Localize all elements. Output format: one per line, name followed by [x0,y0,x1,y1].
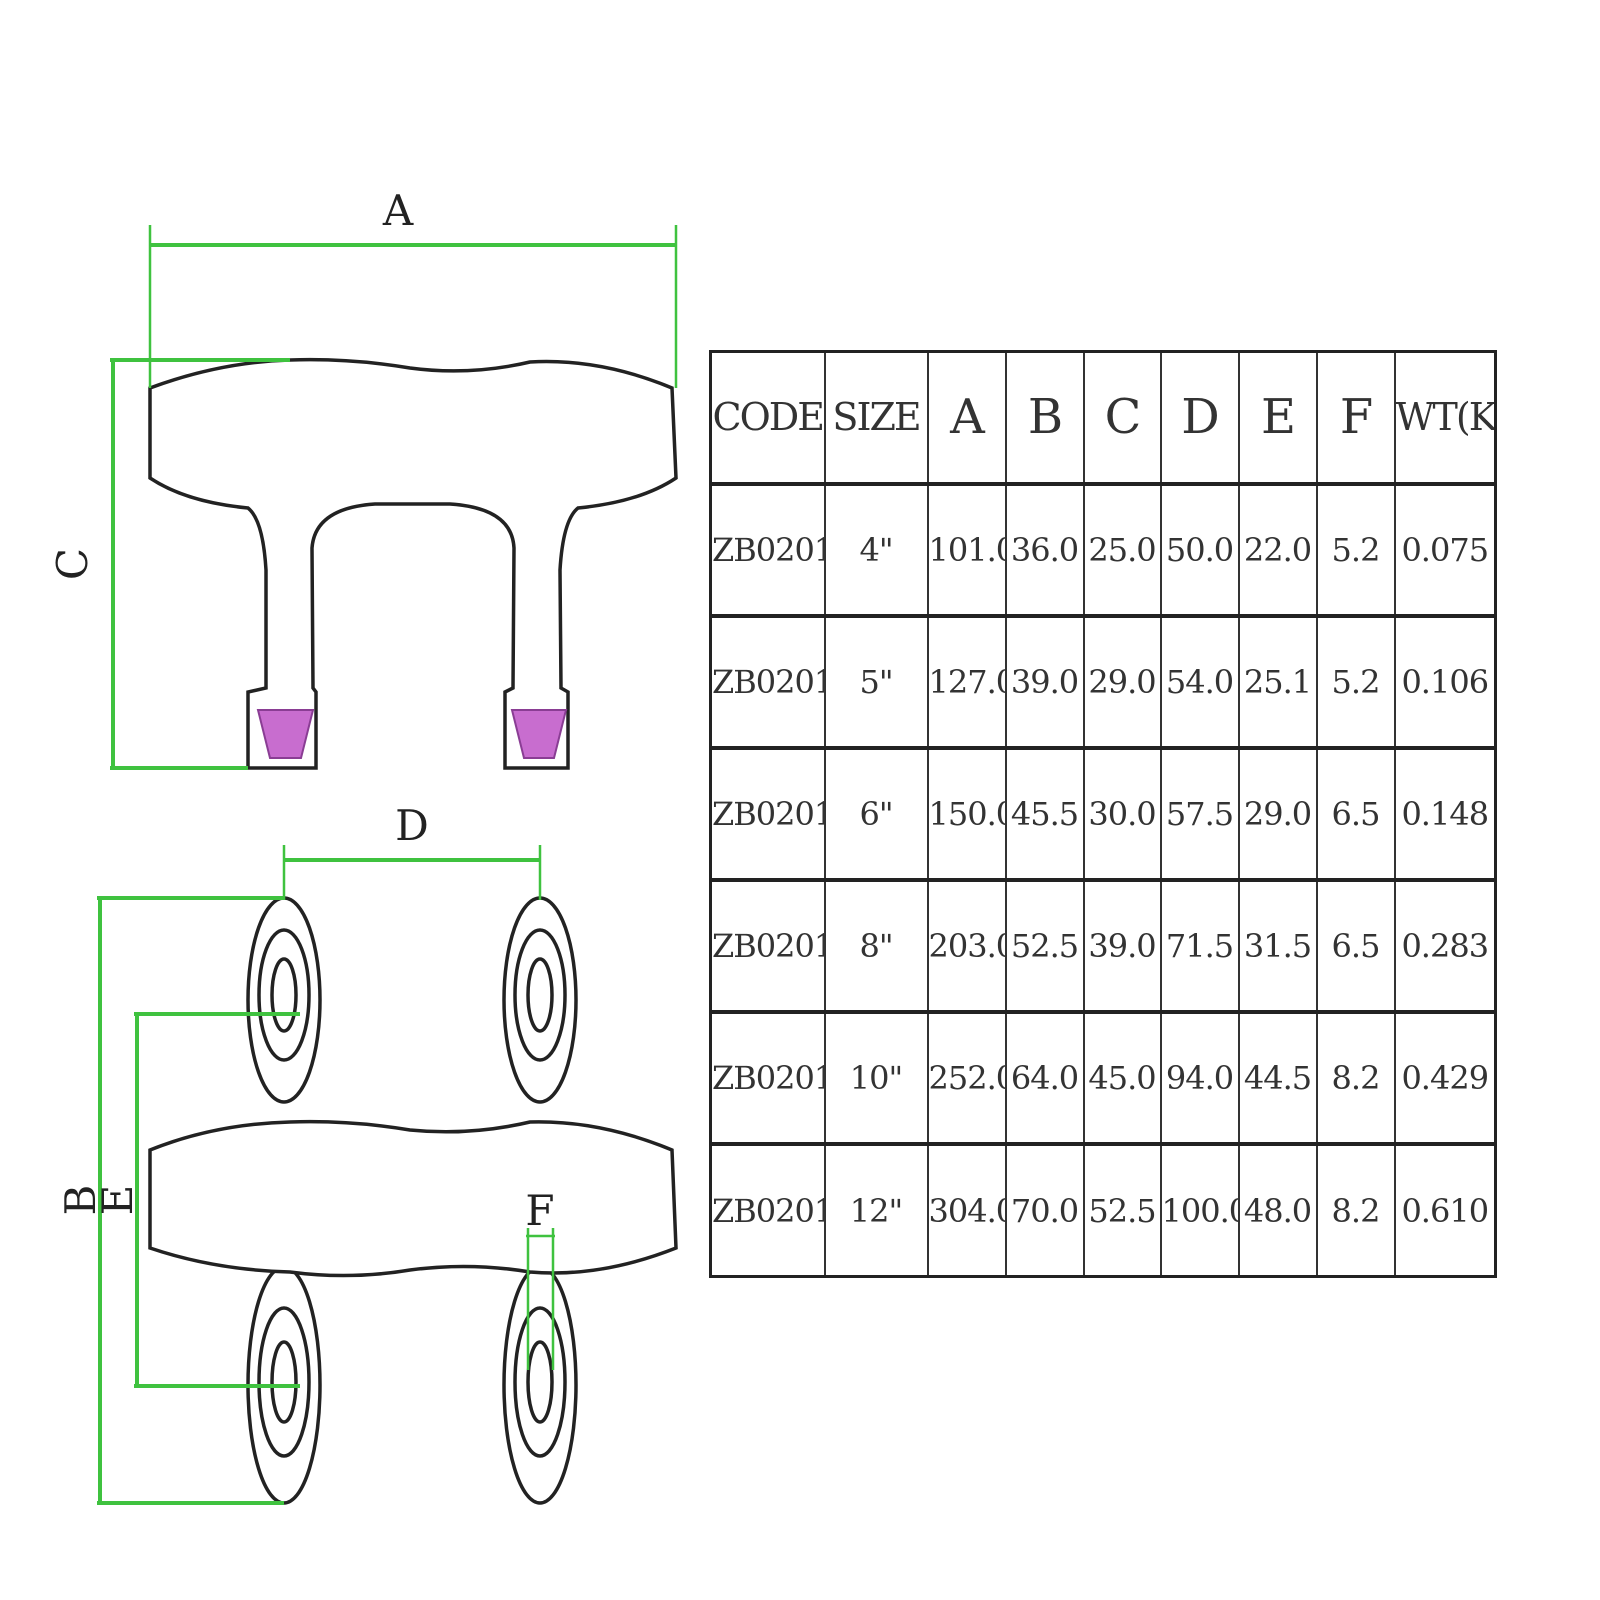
dimension-a: A [148,186,678,388]
cell-d: 71.5 [1159,878,1240,1014]
top-view-body [148,1119,678,1278]
dimension-d-label: D [395,801,429,850]
cell-a: 203.0 [926,878,1007,1014]
cell-c: 30.0 [1082,746,1162,881]
cell-size: 6" [823,746,929,881]
cell-weight: 0.283 [1393,878,1497,1014]
dimension-f: F [525,1186,555,1370]
cell-weight: 0.148 [1393,746,1497,881]
dimension-c: C [48,358,290,770]
cell-e: 29.0 [1237,746,1318,881]
cell-f: 6.5 [1315,878,1396,1014]
cell-d: 94.0 [1159,1011,1240,1146]
header-a: A [926,350,1007,485]
cell-d: 54.0 [1159,614,1240,749]
header-f: F [1315,350,1396,485]
cell-a: 252.0 [926,1011,1007,1146]
cell-b: 70.0 [1004,1143,1085,1278]
table-header-row: CODE SIZE A B C D E F WT(KG) [709,350,1497,485]
header-b: B [1004,350,1085,485]
dimension-a-label: A [382,186,414,235]
cell-size: 8" [823,878,929,1014]
header-code: CODE [709,350,826,485]
dimension-b-label: B [56,1185,105,1216]
cell-b: 52.5 [1004,878,1085,1014]
cell-size: 4" [823,482,929,617]
dimension-d: D [282,801,542,900]
cell-f: 5.2 [1315,482,1396,617]
cell-weight: 0.106 [1393,614,1497,749]
cell-a: 304.0 [926,1143,1007,1278]
cell-b: 45.5 [1004,746,1085,881]
cell-f: 6.5 [1315,746,1396,881]
cell-e: 48.0 [1237,1143,1318,1278]
cell-e: 44.5 [1237,1011,1318,1146]
top-view [148,896,678,1505]
header-d: D [1159,350,1240,485]
cell-c: 39.0 [1082,878,1162,1014]
cell-f: 8.2 [1315,1011,1396,1146]
cell-c: 25.0 [1082,482,1162,617]
cell-a: 150.0 [926,746,1007,881]
cell-d: 50.0 [1159,482,1240,617]
cell-c: 45.0 [1082,1011,1162,1146]
cell-weight: 0.610 [1393,1143,1497,1278]
cell-b: 36.0 [1004,482,1085,617]
cell-c: 52.5 [1082,1143,1162,1278]
cell-e: 31.5 [1237,878,1318,1014]
header-e: E [1237,350,1318,485]
dimension-b: B [56,896,284,1505]
right-insert [510,709,568,759]
left-insert [256,709,315,759]
header-c: C [1082,350,1162,485]
side-view [148,357,678,770]
cell-f: 5.2 [1315,614,1396,749]
dimension-e-label: E [93,1185,142,1216]
cell-weight: 0.429 [1393,1011,1497,1146]
cell-d: 100.0 [1159,1143,1240,1278]
header-weight: WT(KG) [1393,350,1497,485]
cell-a: 101.0 [926,482,1007,617]
dimension-c-label: C [48,548,97,580]
cell-b: 39.0 [1004,614,1085,749]
dimension-e: E [93,1012,300,1388]
cell-e: 22.0 [1237,482,1318,617]
cell-d: 57.5 [1159,746,1240,881]
side-view-outline [148,357,678,770]
cell-size: 10" [823,1011,929,1146]
cell-c: 29.0 [1082,614,1162,749]
cell-a: 127.0 [926,614,1007,749]
dimension-f-label: F [525,1186,554,1235]
cell-f: 8.2 [1315,1143,1396,1278]
cell-e: 25.1 [1237,614,1318,749]
cell-b: 64.0 [1004,1011,1085,1146]
cell-size: 5" [823,614,929,749]
cell-size: 12" [823,1143,929,1278]
header-size: SIZE [823,350,929,485]
cell-weight: 0.075 [1393,482,1497,617]
